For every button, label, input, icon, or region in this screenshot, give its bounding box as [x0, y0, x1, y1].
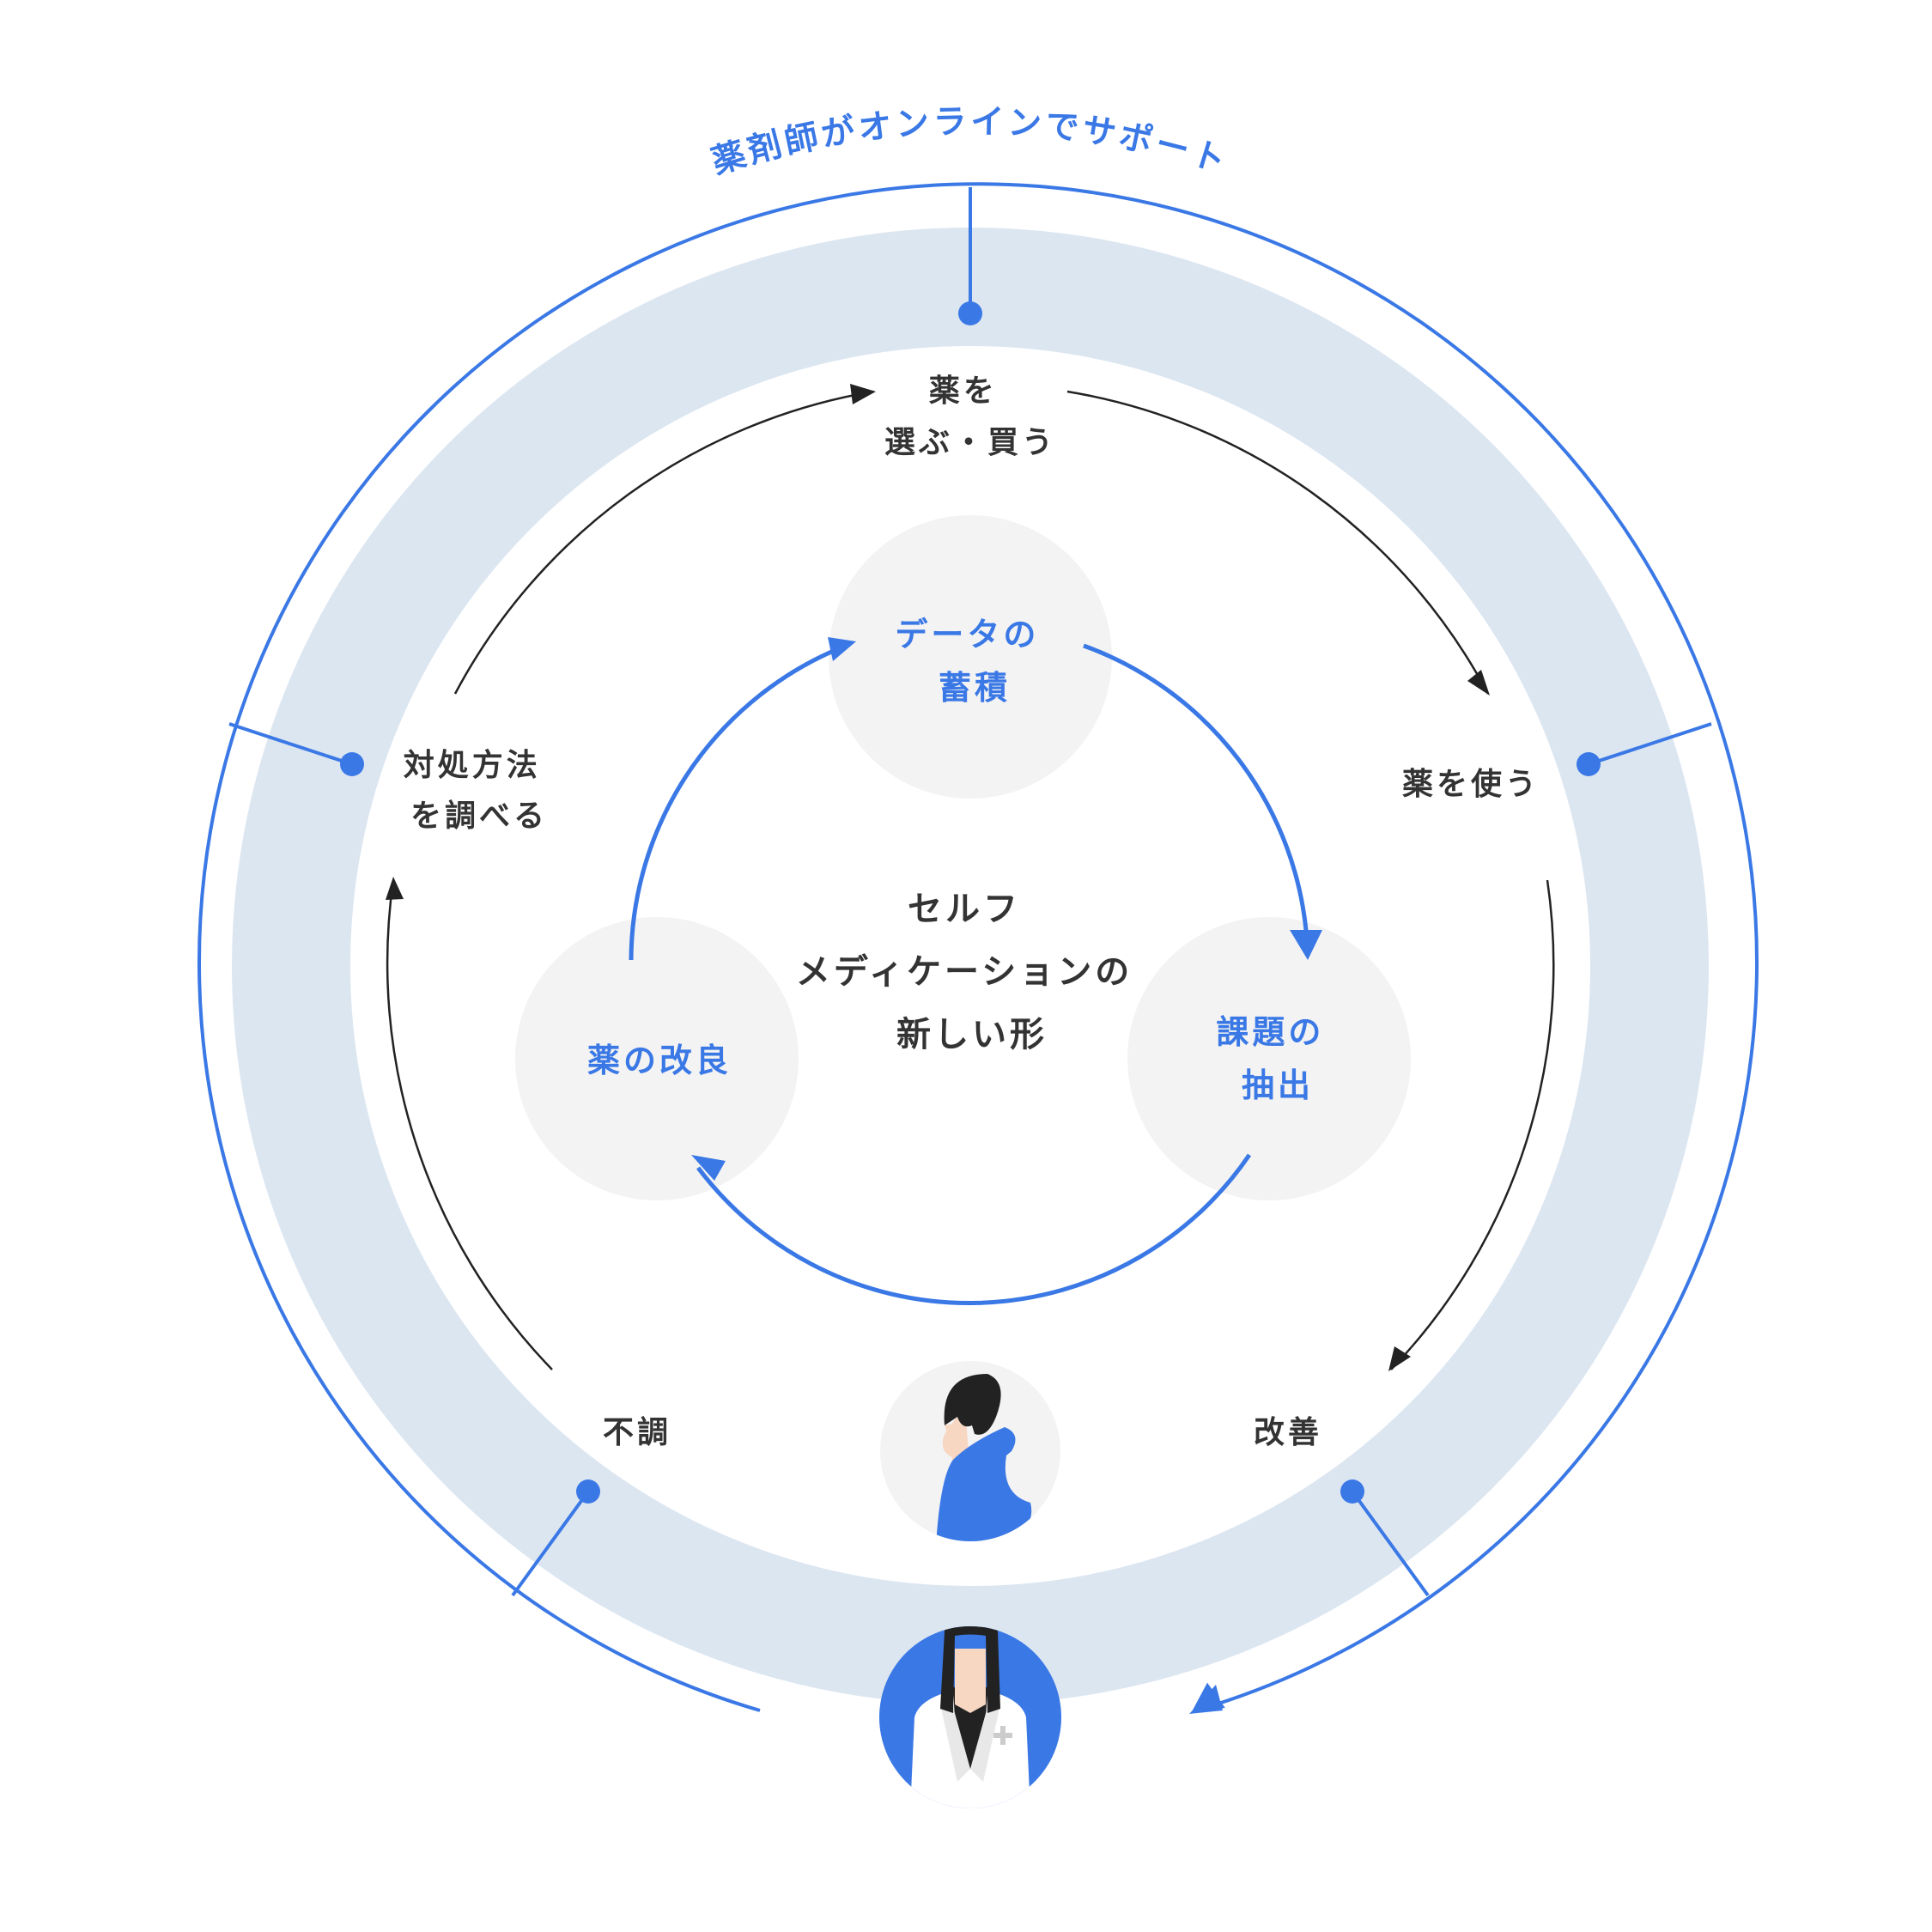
user-icon [880, 1361, 1060, 1541]
center-title-line2: メディケーションの [796, 952, 1133, 992]
label-issue-extraction: 課題の 抽出 [1216, 1013, 1339, 1104]
label-drug-improvement: 薬の改良 [587, 1042, 732, 1079]
pharmacist-icon [879, 1626, 1061, 1808]
inner-cycle-arrows [629, 643, 1309, 1305]
ring-connectors [228, 187, 1712, 1597]
label-select-buy-line1: 薬を [929, 374, 998, 409]
label-unwell: 不調 [603, 1415, 671, 1450]
label-data-accumulation: データの 蓄積 [895, 616, 1054, 707]
outer-cycle-arrows [386, 390, 1555, 1370]
label-research-line1: 対処方法 [404, 748, 541, 783]
label-improve: 改善 [1254, 1415, 1322, 1450]
node-drug-improvement [515, 917, 799, 1200]
outer-support-ring [197, 182, 1759, 1712]
node-data-accumulation [829, 515, 1112, 799]
inner-cycle-arrowheads [691, 637, 1322, 1181]
label-issues-line2: 抽出 [1242, 1066, 1314, 1104]
label-select-buy-line2: 選ぶ・買う [884, 425, 1056, 460]
ring-connector-dots [340, 301, 1601, 1504]
label-issues-line1: 課題の [1216, 1013, 1324, 1051]
label-data-line2: 蓄積 [939, 669, 1011, 707]
support-label: 薬剤師がオンラインでサポート [708, 102, 1234, 181]
center-title-line1: セルフ [908, 890, 1021, 929]
label-select-buy: 薬を 選ぶ・買う [884, 374, 1056, 460]
label-research: 対処方法 を調べる [404, 748, 556, 834]
node-issue-extraction [1127, 917, 1411, 1200]
label-research-line2: を調べる [410, 799, 548, 834]
label-data-line1: データの [895, 616, 1039, 653]
center-title: セルフ メディケーションの 新しい形 [796, 890, 1148, 1054]
outer-cycle-arrowheads [386, 384, 1490, 1371]
outer-ring-arrowhead [1189, 1685, 1223, 1714]
label-use: 薬を使う [1402, 767, 1540, 802]
center-title-line3: 新しい形 [896, 1015, 1048, 1054]
